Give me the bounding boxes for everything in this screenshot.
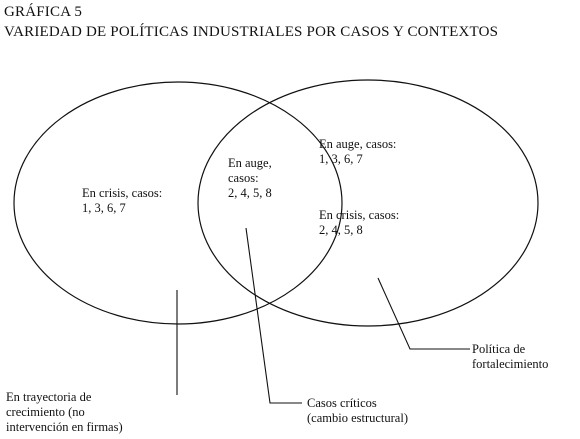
left-circle-line2: 1, 3, 6, 7 bbox=[82, 201, 126, 215]
right-circle bbox=[197, 79, 539, 327]
right-circle-crisis-label: En crisis, casos: 2, 4, 5, 8 bbox=[319, 208, 399, 238]
left-circle-label: En crisis, casos: 1, 3, 6, 7 bbox=[82, 186, 162, 216]
intersection-label: En auge, casos: 2, 4, 5, 8 bbox=[228, 156, 272, 201]
callout-left-line2: crecimiento (no bbox=[6, 405, 85, 419]
intersection-line2: casos: bbox=[228, 171, 259, 185]
callout-left-line3: intervención en firmas) bbox=[6, 420, 123, 434]
left-circle-line1: En crisis, casos: bbox=[82, 186, 163, 200]
callout-center-line1: Casos críticos bbox=[307, 396, 377, 410]
intersection-line1: En auge, bbox=[228, 156, 272, 170]
callout-left: En trayectoria de crecimiento (no interv… bbox=[6, 390, 123, 435]
leader-center bbox=[245, 227, 302, 404]
right-crisis-line2: 2, 4, 5, 8 bbox=[319, 223, 363, 237]
callout-left-line1: En trayectoria de bbox=[6, 390, 92, 404]
figure-title: VARIEDAD DE POLÍTICAS INDUSTRIALES POR C… bbox=[4, 24, 499, 40]
callout-right-line2: fortalecimiento bbox=[472, 357, 549, 371]
callout-right-line1: Política de bbox=[472, 342, 526, 356]
callout-right: Política de fortalecimiento bbox=[472, 342, 548, 372]
figure-number: GRÁFICA 5 bbox=[4, 4, 83, 20]
right-auge-line1: En auge, casos: bbox=[319, 137, 397, 151]
right-auge-line2: 1, 3, 6, 7 bbox=[319, 152, 363, 166]
left-circle bbox=[13, 81, 343, 325]
right-circle-auge-label: En auge, casos: 1, 3, 6, 7 bbox=[319, 137, 396, 167]
right-crisis-line1: En crisis, casos: bbox=[319, 208, 400, 222]
leader-right bbox=[377, 277, 470, 350]
callout-center-line2: (cambio estructural) bbox=[307, 411, 408, 425]
callout-center: Casos críticos (cambio estructural) bbox=[307, 396, 408, 426]
intersection-line3: 2, 4, 5, 8 bbox=[228, 186, 272, 200]
